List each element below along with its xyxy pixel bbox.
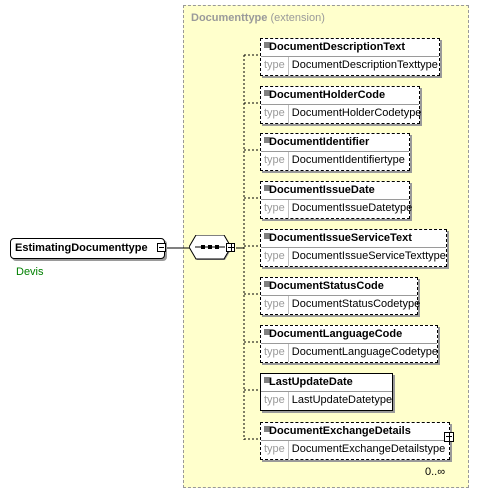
sequence-compositor[interactable] [189, 235, 233, 261]
type-label: type [261, 392, 289, 410]
element-type: DocumentIssueDatetype [291, 202, 413, 214]
element-icon [264, 42, 270, 48]
element-type: DocumentIdentifiertype [291, 154, 405, 166]
element-type: LastUpdateDatetype [291, 394, 393, 406]
element-name: LastUpdateDate [261, 374, 392, 392]
element-name: DocumentStatusCode [261, 278, 417, 296]
element-type: DocumentDescriptionTexttype [291, 59, 438, 71]
element-icon [264, 329, 270, 335]
type-label: type [261, 152, 289, 170]
type-label: type [261, 248, 289, 266]
element-icon [264, 281, 270, 287]
element-name: DocumentDescriptionText [261, 39, 439, 57]
occurrence-label: 0..∞ [425, 466, 446, 478]
element-name: DocumentIdentifier [261, 134, 409, 152]
element-type: DocumentIssueServiceTexttype [291, 250, 446, 262]
type-label: type [261, 296, 289, 314]
sequence-collapse-minus-icon[interactable] [226, 243, 235, 252]
element-icon [264, 377, 270, 383]
element-name: DocumentIssueDate [261, 182, 409, 200]
expand-plus-icon[interactable] [444, 432, 454, 442]
root-collapse-minus-icon[interactable] [157, 243, 166, 252]
element-icon [264, 426, 270, 432]
root-element-name: EstimatingDocumenttype [15, 242, 148, 254]
type-label: type [261, 441, 289, 459]
element-name: DocumentExchangeDetails [261, 423, 449, 441]
extension-suffix: (extension) [270, 12, 325, 24]
element-type: DocumentLanguageCodetype [291, 346, 438, 358]
element-name: DocumentIssueServiceText [261, 230, 446, 248]
element-icon [264, 233, 270, 239]
element-icon [264, 90, 270, 96]
root-element[interactable]: EstimatingDocumenttype [10, 238, 165, 259]
element-name: DocumentHolderCode [261, 87, 419, 105]
element-type: DocumentExchangeDetailstype [291, 443, 446, 455]
type-label: type [261, 57, 289, 75]
element-icon [264, 137, 270, 143]
element-name: DocumentLanguageCode [261, 326, 437, 344]
element-type: DocumentHolderCodetype [291, 107, 422, 119]
root-annotation: Devis [16, 266, 44, 278]
element-type: DocumentStatusCodetype [291, 298, 421, 310]
type-label: type [261, 200, 289, 218]
element-icon [264, 185, 270, 191]
extension-title: Documenttype (extension) [191, 12, 325, 24]
extension-name: Documenttype [191, 12, 268, 24]
type-label: type [261, 105, 289, 123]
type-label: type [261, 344, 289, 362]
